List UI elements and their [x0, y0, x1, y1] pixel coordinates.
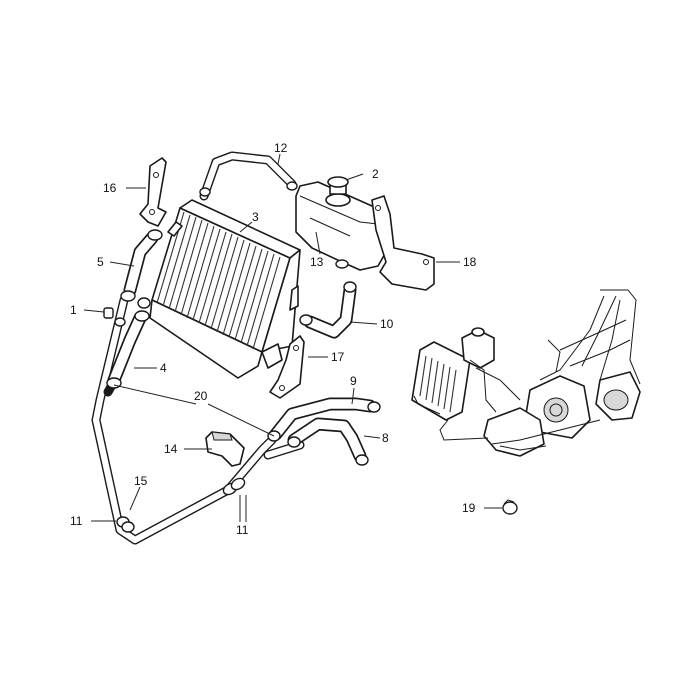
callout-19: 19 [462, 501, 476, 515]
radiator-lower-bracket [269, 335, 305, 399]
pipe-ring-clamps [116, 477, 246, 533]
coolant-return-pipe [91, 295, 305, 545]
tank-mounting-bracket [371, 195, 435, 291]
callout-9: 9 [350, 374, 357, 388]
callout-3: 3 [252, 210, 259, 224]
callout-1: 1 [70, 303, 77, 317]
callout-14: 14 [164, 442, 178, 456]
radiator-upper-bracket [139, 157, 167, 227]
tank-outlet-hose [299, 281, 357, 339]
spare-hose-clamp [502, 499, 518, 515]
callout-11-left: 11 [70, 514, 83, 528]
callout-13: 13 [310, 255, 324, 269]
callout-4: 4 [160, 361, 167, 375]
callout-10: 10 [380, 317, 394, 331]
radiator [149, 199, 301, 379]
callout-8: 8 [382, 431, 389, 445]
radiator-lower-hose [106, 310, 150, 389]
engine-outlet-hose [267, 417, 369, 466]
engine-inlet-hose [269, 397, 381, 441]
callout-11-bottom: 11 [236, 523, 249, 537]
leader-lines [83, 153, 502, 522]
callout-15: 15 [134, 474, 148, 488]
callout-17: 17 [331, 350, 345, 364]
overflow-tube [199, 151, 298, 201]
callout-2: 2 [372, 167, 379, 181]
callout-16: 16 [103, 181, 117, 195]
radiator-upper-hose [120, 229, 163, 309]
scooter-frame-overview [411, 289, 641, 457]
callout-20: 20 [194, 389, 208, 403]
callout-labels: 1 2 3 4 5 8 9 10 11 11 12 13 14 15 16 17… [70, 141, 477, 537]
callout-12: 12 [274, 141, 288, 155]
callout-5: 5 [97, 255, 104, 269]
callout-18: 18 [463, 255, 477, 269]
hose-clip [103, 307, 126, 327]
